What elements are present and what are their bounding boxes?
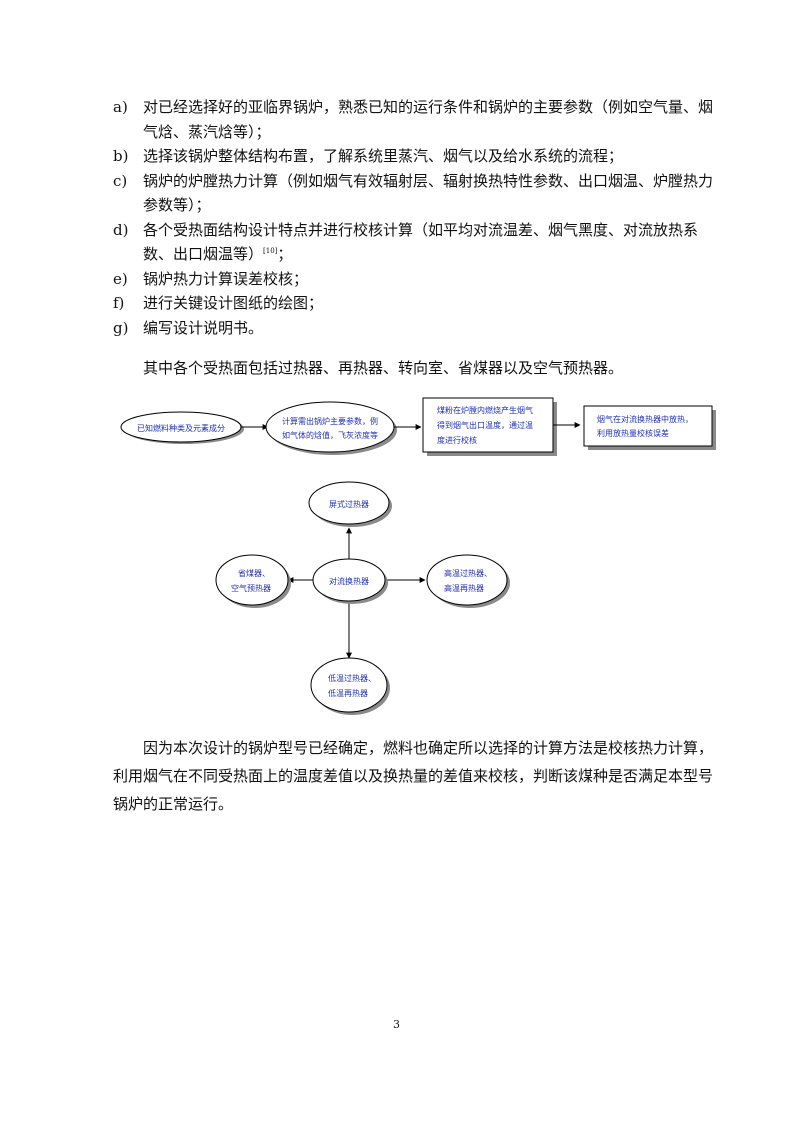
list-item: f)进行关键设计图纸的绘图； [113,294,324,312]
hub-left-node: 省煤器、 空气预热器 [215,554,291,608]
hub-right-node: 高温过热器、 高温再热器 [426,554,510,608]
hub-left-label-1: 省煤器、 [238,568,270,578]
flow-step-3-label-3: 度进行校核 [437,435,477,445]
flow-step-4-label-2: 利用放热量校核误差 [597,428,669,438]
hub-bottom-label-1: 低温过热器、 [328,673,376,683]
hub-top-label: 屏式过热器 [329,499,369,509]
flow-step-1: 已知燃料种类及元素成分 [120,411,244,444]
list-item: g)编写设计说明书。 [113,318,264,337]
hub-left-label-2: 空气预热器 [231,583,271,593]
flow-step-2-label-2: 如气体的焓值，飞灰浓度等 [282,430,378,440]
hub-bottom-node: 低温过热器、 低温再热器 [310,657,390,715]
list-item: b)选择该锅炉整体结构布置，了解系统里蒸汽、烟气以及给水系统的流程； [113,147,624,165]
flow-step-1-label: 已知燃料种类及元素成分 [137,423,225,433]
page-number: 3 [393,1018,400,1031]
list-item: e)锅炉热力计算误差校核； [113,269,309,288]
flow-step-2: 计算需出锅炉主要参数，例 如气体的焓值，飞灰浓度等 [265,401,397,455]
flow-step-4: 烟气在对流换热器中放热， 利用放热量校核误差 [583,405,716,450]
paragraph-heating-surfaces: 其中各个受热面包括过热器、再热器、转向室、省煤器以及空气预热器。 [143,359,624,377]
flow-step-3-label-2: 得到烟气出口温度，通过温 [437,420,533,430]
flow-step-3-label-1: 煤粉在炉膛内燃烧产生烟气 [437,405,533,415]
hub-center-node: 对流换热器 [312,558,388,604]
list-item: a)对已经选择好的亚临界锅炉，熟悉已知的运行条件和锅炉的主要参数（例如空气量、烟… [113,98,714,141]
hub-right-label-1: 高温过热器、 [444,568,492,578]
hub-bottom-label-2: 低温再热器 [328,688,368,698]
flow-step-4-label-1: 烟气在对流换热器中放热， [597,414,693,424]
steps-list: a)对已经选择好的亚临界锅炉，熟悉已知的运行条件和锅炉的主要参数（例如空气量、烟… [113,95,723,340]
list-item-text: 各个受热面结构设计特点并进行校核计算（如平均对流温差、烟气黑度、对流放热系数、出… [143,220,699,264]
flow-step-2-label-1: 计算需出锅炉主要参数，例 [282,416,378,426]
hub-center-label: 对流换热器 [329,576,369,586]
flow-step-3: 煤粉在炉膛内燃烧产生烟气 得到烟气出口温度，通过温 度进行校核 [422,397,557,456]
hub-right-label-2: 高温再热器 [444,583,484,593]
citation: [10] [263,247,278,255]
hub-top-node: 屏式过热器 [308,481,392,527]
paragraph-calculation-method: 因为本次设计的锅炉型号已经确定，燃料也确定所以选择的计算方法是校核热力计算， 利… [113,739,714,813]
list-item: d)各个受热面结构设计特点并进行校核计算（如平均对流温差、烟气黑度、对流放热系数… [113,220,699,264]
list-item: c)锅炉的炉膛热力计算（例如烟气有效辐射层、辐射换热特性参数、出口烟温、炉膛热力… [113,171,714,215]
